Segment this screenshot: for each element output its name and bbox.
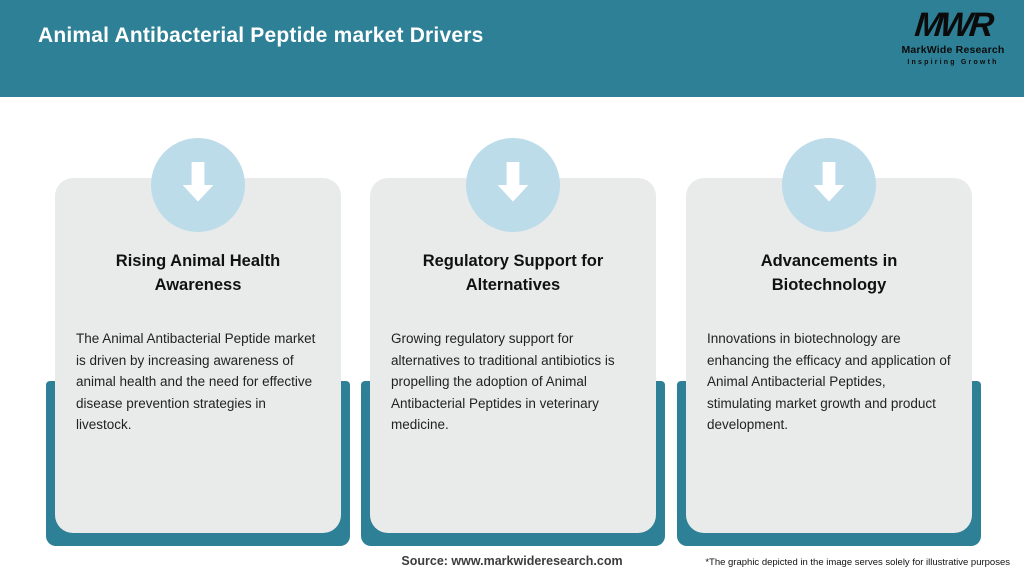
driver-card: Rising Animal Health Awareness The Anima…	[55, 138, 341, 533]
logo-tagline: Inspiring Growth	[907, 58, 999, 66]
disclaimer-text: *The graphic depicted in the image serve…	[705, 557, 1010, 568]
card-body: The Animal Antibacterial Peptide market …	[76, 331, 316, 433]
arrow-down-icon	[782, 138, 876, 232]
arrow-down-icon	[151, 138, 245, 232]
card-body: Growing regulatory support for alternati…	[391, 331, 615, 433]
markwide-research-logo: MWR MarkWide Research Inspiring Growth	[898, 6, 1008, 66]
arrow-down-icon	[466, 138, 560, 232]
page-title: Animal Antibacterial Peptide market Driv…	[38, 24, 484, 47]
driver-card: Regulatory Support for Alternatives Grow…	[370, 138, 656, 533]
card-title: Advancements in Biotechnology	[760, 252, 898, 294]
driver-card: Advancements in Biotechnology Innovation…	[686, 138, 972, 533]
logo-name: MarkWide Research	[901, 44, 1005, 56]
header-band: Animal Antibacterial Peptide market Driv…	[0, 0, 1024, 97]
card-title: Regulatory Support for Alternatives	[422, 252, 604, 294]
logo-monogram: MWR	[913, 6, 993, 44]
source-line: Source: www.markwideresearch.com	[401, 554, 623, 568]
card-body: Innovations in biotechnology are enhanci…	[707, 331, 951, 433]
card-title: Rising Animal Health Awareness	[115, 252, 281, 294]
